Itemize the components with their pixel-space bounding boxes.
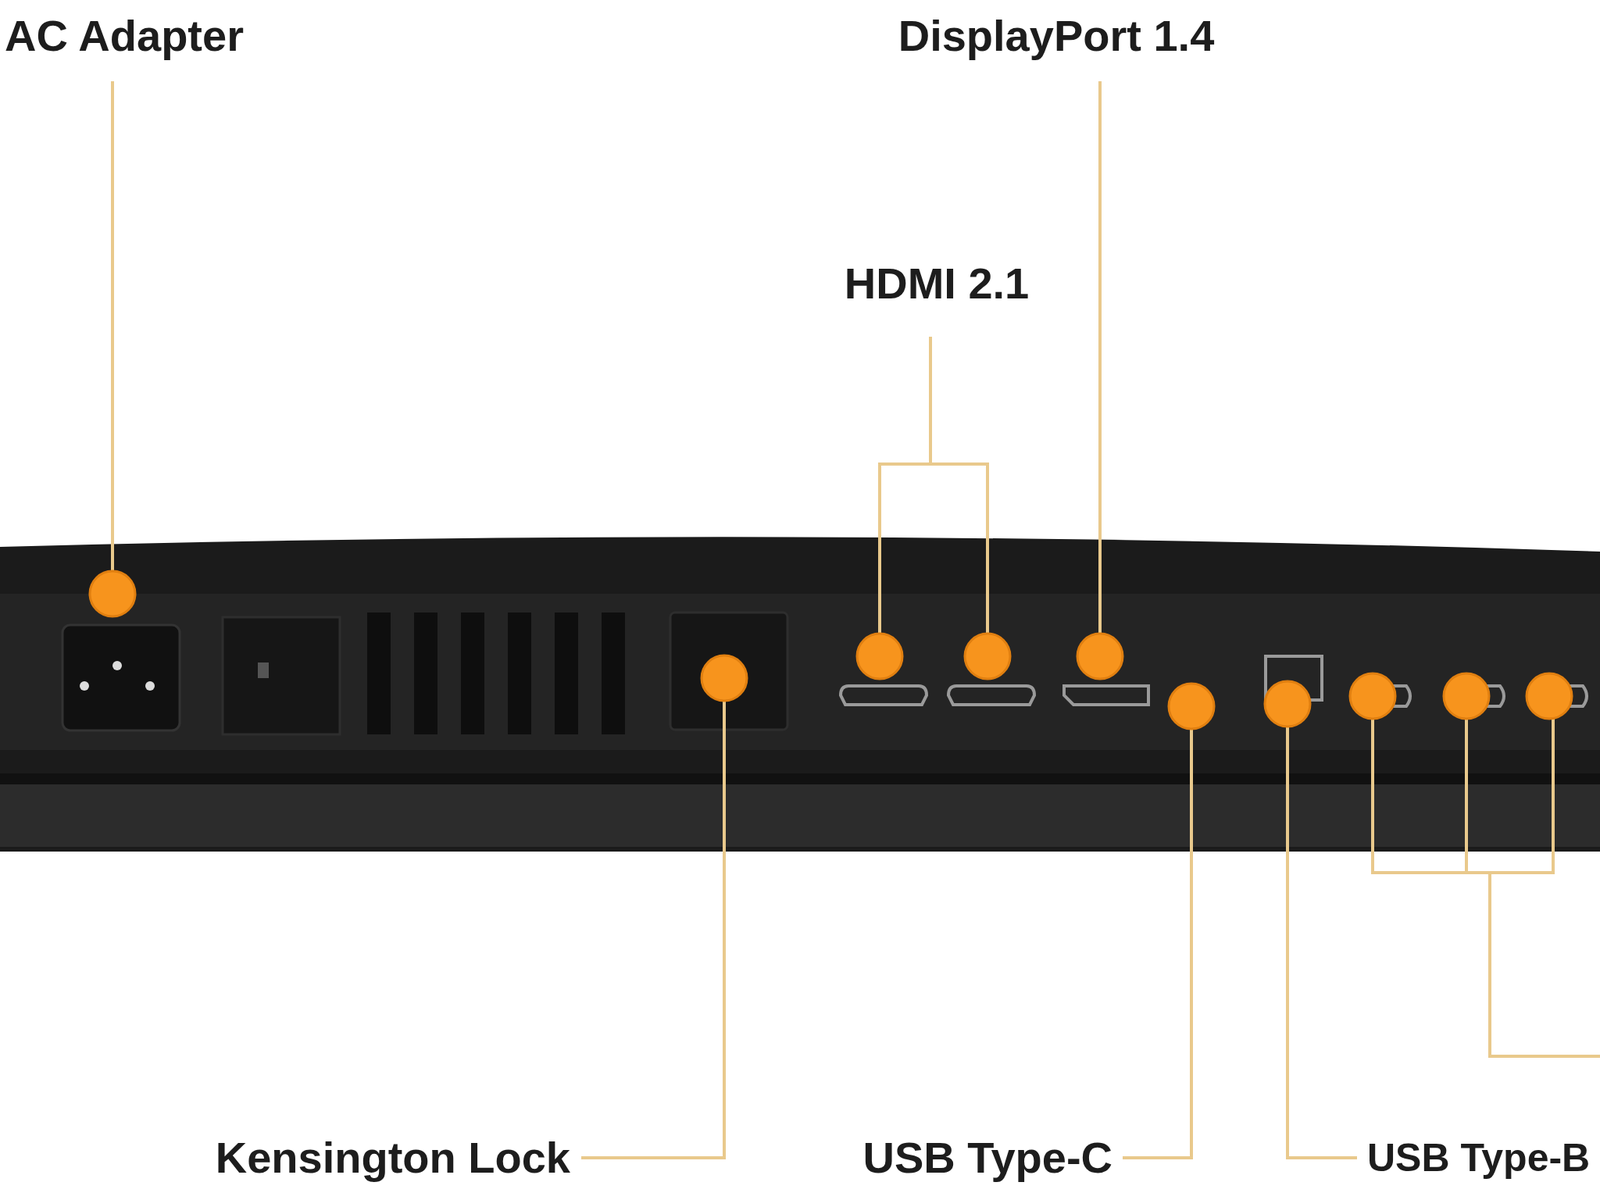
body-seam xyxy=(0,773,1600,785)
socket-pin xyxy=(112,660,122,671)
part-label: DisplayPort 1.4 xyxy=(898,14,1215,58)
callout-dot xyxy=(964,633,1011,679)
leader-line xyxy=(1287,703,1358,1158)
port-panel xyxy=(0,593,1600,750)
lock-recess xyxy=(670,612,788,730)
power-switch xyxy=(222,617,340,735)
callout-dots xyxy=(89,571,1572,729)
callout-dot xyxy=(89,571,136,617)
vent-slot xyxy=(414,612,438,735)
monitor-body xyxy=(0,536,1600,852)
part-label: USB Type-B xyxy=(1367,1138,1590,1178)
callout-dot xyxy=(1264,681,1311,727)
callout-dot xyxy=(1077,633,1123,679)
callout-dot xyxy=(857,633,903,679)
hdmi-port xyxy=(840,685,927,705)
leader-line xyxy=(1098,81,1102,657)
body-lip xyxy=(0,784,1600,847)
vent-slot xyxy=(507,612,532,735)
switch-mark xyxy=(257,662,269,679)
part-label: Kensington Lock xyxy=(215,1135,571,1180)
vent-slot xyxy=(554,612,579,735)
leader-line xyxy=(1122,706,1192,1158)
bracket-line xyxy=(1372,696,1600,1057)
socket-pin xyxy=(79,681,90,691)
vent-slot xyxy=(601,612,625,735)
callout-dot xyxy=(1168,683,1215,729)
hdmi-port xyxy=(948,685,1035,705)
ac-socket xyxy=(62,625,180,731)
callout-dot xyxy=(1443,673,1490,719)
callout-dot xyxy=(701,655,747,701)
part-label: USB Type-C xyxy=(863,1135,1113,1180)
callout-dot xyxy=(1526,673,1572,719)
vent-slot xyxy=(367,612,391,735)
displayport-port xyxy=(1064,685,1149,705)
bracket-line xyxy=(879,336,988,657)
leader-line xyxy=(110,81,115,594)
vent-slot xyxy=(460,612,485,735)
leader-line xyxy=(581,678,725,1158)
vent-slots xyxy=(367,612,625,735)
part-label: HDMI 2.1 xyxy=(844,261,1030,306)
socket-pin xyxy=(145,681,155,691)
callout-dot xyxy=(1350,673,1396,719)
part-label: AC Adapter xyxy=(4,14,244,58)
leader-lines xyxy=(112,81,1600,1158)
